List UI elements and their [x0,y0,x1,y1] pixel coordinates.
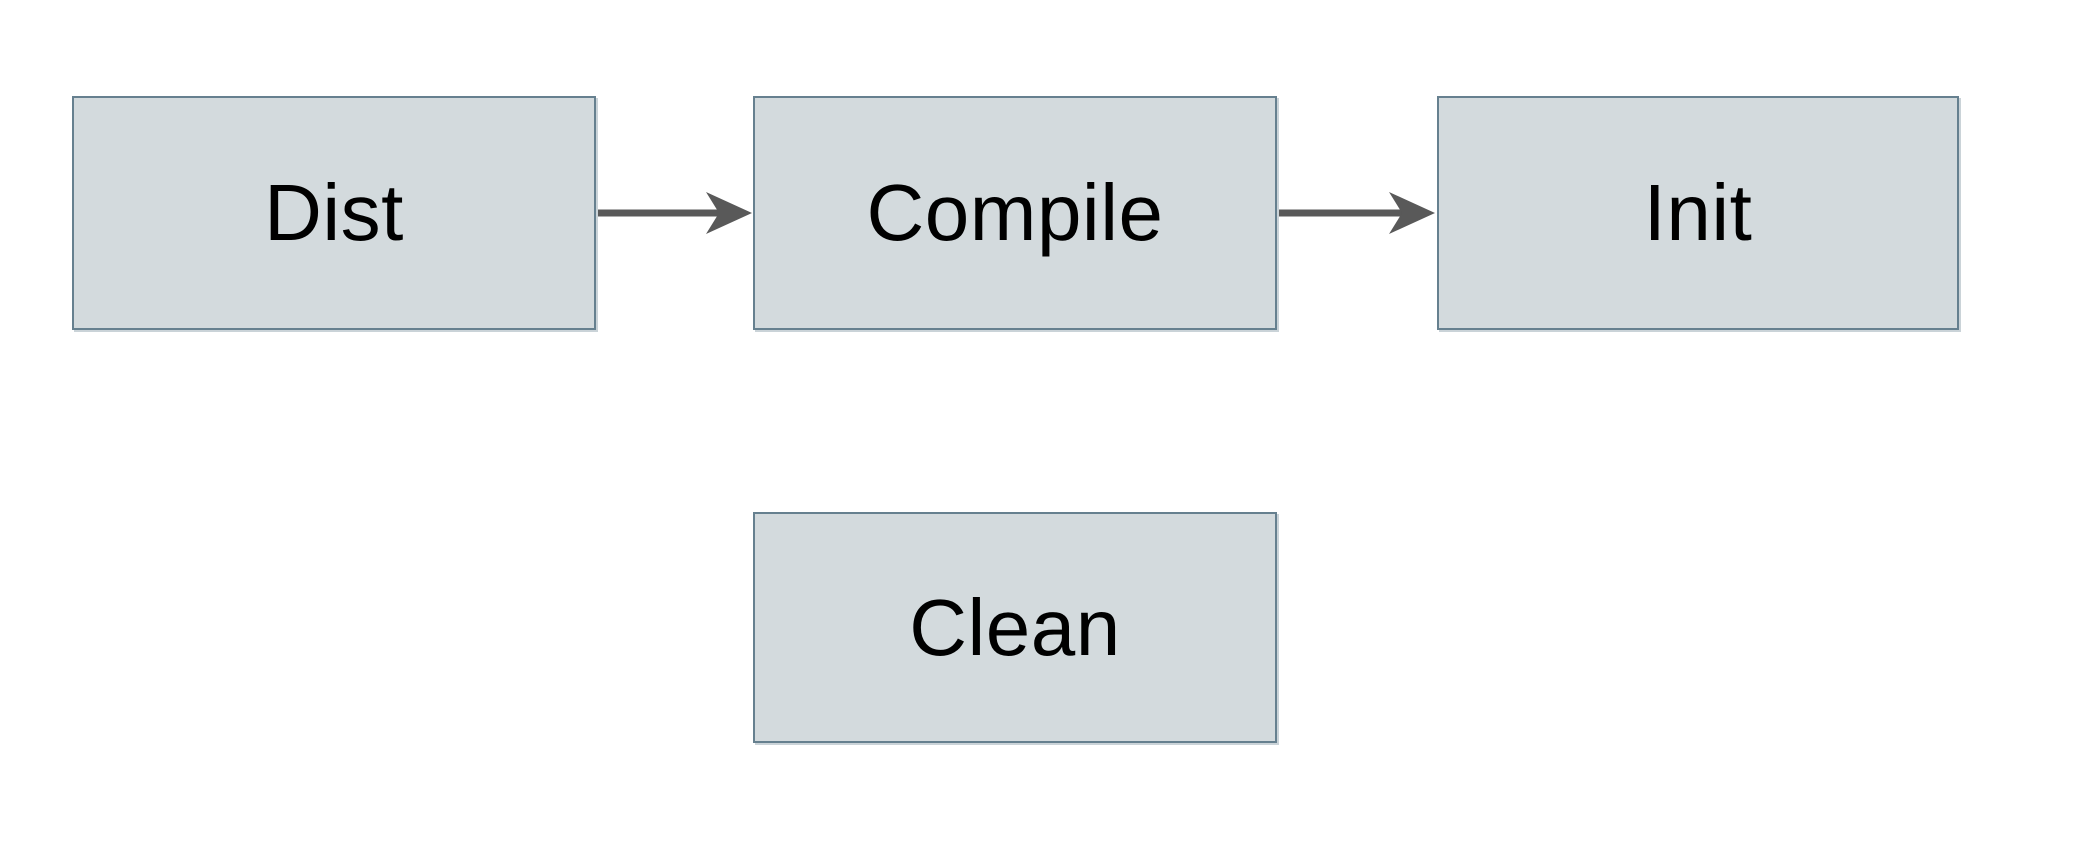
node-init-label: Init [1643,168,1753,257]
node-init: Init [1437,96,1959,330]
node-dist-label: Dist [264,168,404,257]
arrow-head-icon [706,192,752,234]
node-compile-label: Compile [866,168,1164,257]
arrow-dist-to-compile [598,192,752,234]
node-clean: Clean [753,512,1277,743]
node-dist: Dist [72,96,596,330]
node-compile: Compile [753,96,1277,330]
arrow-compile-to-init [1279,192,1435,234]
node-clean-label: Clean [909,582,1121,672]
arrow-head-icon [1389,192,1435,234]
